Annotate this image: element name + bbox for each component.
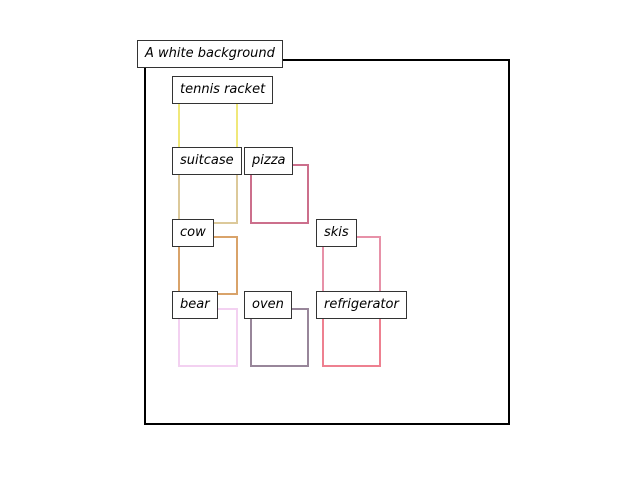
scene-caption: A white background — [137, 40, 283, 68]
bear-label: bear — [172, 291, 218, 319]
suitcase-label: suitcase — [172, 147, 242, 175]
cow-label: cow — [172, 219, 214, 247]
refrigerator-label: refrigerator — [316, 291, 407, 319]
tennis-racket-label: tennis racket — [172, 76, 274, 104]
pizza-label: pizza — [244, 147, 294, 175]
scene-frame — [144, 59, 510, 425]
skis-label: skis — [316, 219, 357, 247]
oven-label: oven — [244, 291, 292, 319]
